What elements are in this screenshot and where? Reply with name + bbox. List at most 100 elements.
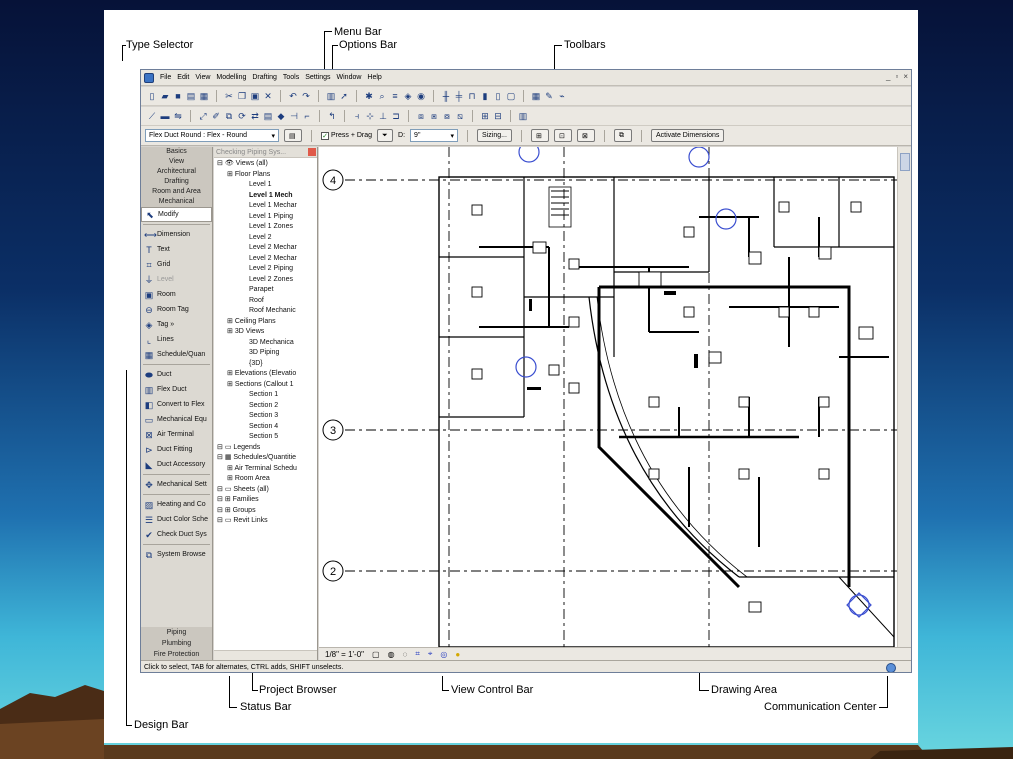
callout-icon[interactable]: ▯	[495, 91, 501, 101]
reveal-icon[interactable]: ⊟	[494, 111, 502, 121]
duct-system-icon[interactable]: ╫	[442, 91, 450, 101]
expand-icon[interactable]: ⊞	[227, 370, 235, 377]
properties-icon[interactable]: ▥	[326, 91, 336, 101]
create-similar-icon[interactable]: ⧈	[418, 111, 424, 121]
expand-icon[interactable]: ⊞	[227, 464, 235, 472]
browser-node[interactable]: ⊞ Ceiling Plans	[217, 317, 317, 328]
visibility-icon[interactable]: ✱	[365, 91, 373, 101]
design-item-room-tag[interactable]: ⊖Room Tag	[141, 302, 212, 317]
paste-icon[interactable]: ▣	[250, 91, 260, 101]
menu-file[interactable]: File	[160, 74, 172, 81]
design-item-level[interactable]: ⏚Level	[141, 272, 212, 287]
browser-node[interactable]: 3D Piping	[217, 348, 317, 359]
design-item-flex-duct[interactable]: ▥Flex Duct	[141, 382, 212, 397]
design-tab-view[interactable]: View	[141, 157, 212, 167]
expand-icon[interactable]: ⊟	[217, 506, 225, 514]
design-item-duct[interactable]: ⬬Duct	[141, 367, 212, 382]
expand-icon[interactable]: ⊞	[227, 380, 235, 388]
design-tab-plumbing[interactable]: Plumbing	[141, 638, 212, 649]
browser-node[interactable]: ⊟ ▦ Schedules/Quantitie	[217, 453, 317, 464]
drafting-view-icon[interactable]: ▢	[506, 91, 516, 101]
design-item-tag[interactable]: ◈Tag »	[141, 317, 212, 332]
new-file-icon[interactable]: ▯	[149, 91, 155, 101]
section-icon[interactable]: ▮	[482, 91, 488, 101]
browser-node[interactable]: ⊞ Air Terminal Schedu	[217, 464, 317, 475]
print-icon[interactable]: ▦	[199, 91, 209, 101]
minimize-button[interactable]: _	[886, 72, 891, 81]
expand-icon[interactable]: ⊟	[217, 443, 225, 451]
design-tab-mechanical[interactable]: Mechanical	[141, 197, 212, 207]
design-item-check-duct-sys[interactable]: ✔Check Duct Sys	[141, 527, 212, 542]
browser-horizontal-scrollbar[interactable]	[214, 650, 317, 660]
reveal-hidden-icon[interactable]: ●	[455, 649, 461, 659]
menu-drafting[interactable]: Drafting	[252, 74, 277, 81]
menu-help[interactable]: Help	[367, 74, 382, 81]
paint-icon[interactable]: ◆	[277, 111, 285, 121]
browser-node[interactable]: ⊞ Floor Plans	[217, 170, 317, 181]
design-tab-room-and-area[interactable]: Room and Area	[141, 187, 212, 197]
delete-icon[interactable]: ✕	[264, 91, 272, 101]
undo-icon[interactable]: ↶	[289, 91, 297, 101]
expand-icon[interactable]: ⊟	[217, 517, 225, 524]
browser-node[interactable]: Level 1 Piping	[217, 212, 317, 223]
browser-node[interactable]: Section 1	[217, 390, 317, 401]
show-hidden-icon[interactable]: ⊞	[481, 111, 489, 121]
browser-node[interactable]: Level 2 Mechar	[217, 254, 317, 265]
design-item-grid[interactable]: ⌗Grid	[141, 257, 212, 272]
browser-node[interactable]: 3D Mechanica	[217, 338, 317, 349]
browser-node[interactable]: ⊟ ▭ Revit Links	[217, 516, 317, 527]
expand-icon[interactable]: ⊞	[227, 328, 235, 335]
close-button[interactable]: ×	[903, 72, 908, 81]
move-icon[interactable]: ⤢	[199, 111, 207, 121]
sheet-icon[interactable]: ▦	[531, 91, 541, 101]
open-folder-icon[interactable]: ▰	[161, 91, 169, 101]
drawing-vertical-scrollbar[interactable]	[897, 147, 911, 647]
help-pointer-icon[interactable]: ➚	[340, 91, 348, 101]
wall-icon[interactable]: ▬	[160, 111, 170, 121]
browser-node[interactable]: Level 1	[217, 180, 317, 191]
design-item-convert-to-flex[interactable]: ◧Convert to Flex	[141, 397, 212, 412]
tag-placement-button[interactable]: ⧉	[613, 129, 632, 142]
menu-settings[interactable]: Settings	[305, 74, 331, 81]
design-item-system-browse[interactable]: ⧉System Browse	[141, 547, 212, 562]
design-item-modify[interactable]: ⬉Modify	[141, 207, 212, 222]
browser-node[interactable]: Section 5	[217, 432, 317, 443]
menu-edit[interactable]: Edit	[177, 74, 190, 81]
expand-icon[interactable]: ⊞	[227, 170, 235, 178]
design-item-duct-fitting[interactable]: ⊳Duct Fitting	[141, 442, 212, 457]
drawing-area[interactable]: 4 3 2	[319, 147, 897, 647]
expand-icon[interactable]: ⊟	[217, 160, 225, 167]
show-crop-icon[interactable]: ⌖	[427, 649, 433, 658]
pencil-icon[interactable]: ✐	[212, 111, 220, 121]
expand-icon[interactable]: ⊟	[217, 496, 225, 503]
expand-icon[interactable]: ⊞	[227, 317, 235, 325]
design-item-air-terminal[interactable]: ⊠Air Terminal	[141, 427, 212, 442]
design-tab-fire-protection[interactable]: Fire Protection	[141, 649, 212, 660]
restore-button[interactable]: ▫	[895, 72, 899, 81]
browser-node[interactable]: Roof	[217, 296, 317, 307]
view-scale[interactable]: 1/8" = 1'-0"	[325, 649, 365, 659]
design-item-lines[interactable]: ⌞Lines	[141, 332, 212, 347]
type-properties-button[interactable]: ▤	[284, 129, 302, 142]
elevation-icon[interactable]: ⊓	[468, 91, 476, 101]
mirror-icon[interactable]: ⇄	[251, 111, 259, 121]
browser-node[interactable]: ⊟ 👁 Views (all)	[217, 159, 317, 170]
pipe-system-icon[interactable]: ╪	[455, 91, 463, 101]
crop-region-icon[interactable]: ⌗	[415, 649, 420, 658]
redo-icon[interactable]: ↷	[302, 91, 310, 101]
app-icon[interactable]	[144, 72, 154, 83]
thin-lines-icon[interactable]: ≡	[392, 91, 398, 101]
menu-modelling[interactable]: Modelling	[216, 74, 247, 81]
design-item-mechanical-sett[interactable]: ✥Mechanical Sett	[141, 477, 212, 492]
design-tab-basics[interactable]: Basics	[141, 147, 212, 157]
model-graphics-icon[interactable]: ◍	[387, 649, 395, 659]
design-tab-architectural[interactable]: Architectural	[141, 167, 212, 177]
sizing-button[interactable]: Sizing...	[477, 129, 512, 142]
tag-all-icon[interactable]: ⫞	[354, 111, 360, 121]
communication-center-icon[interactable]	[886, 663, 896, 672]
shadows-icon[interactable]: ◌	[402, 649, 408, 659]
browser-node[interactable]: ⊟ ⊞ Families	[217, 495, 317, 506]
diameter-select[interactable]: 9" ▾	[410, 129, 459, 142]
design-item-duct-accessory[interactable]: ◣Duct Accessory	[141, 457, 212, 472]
